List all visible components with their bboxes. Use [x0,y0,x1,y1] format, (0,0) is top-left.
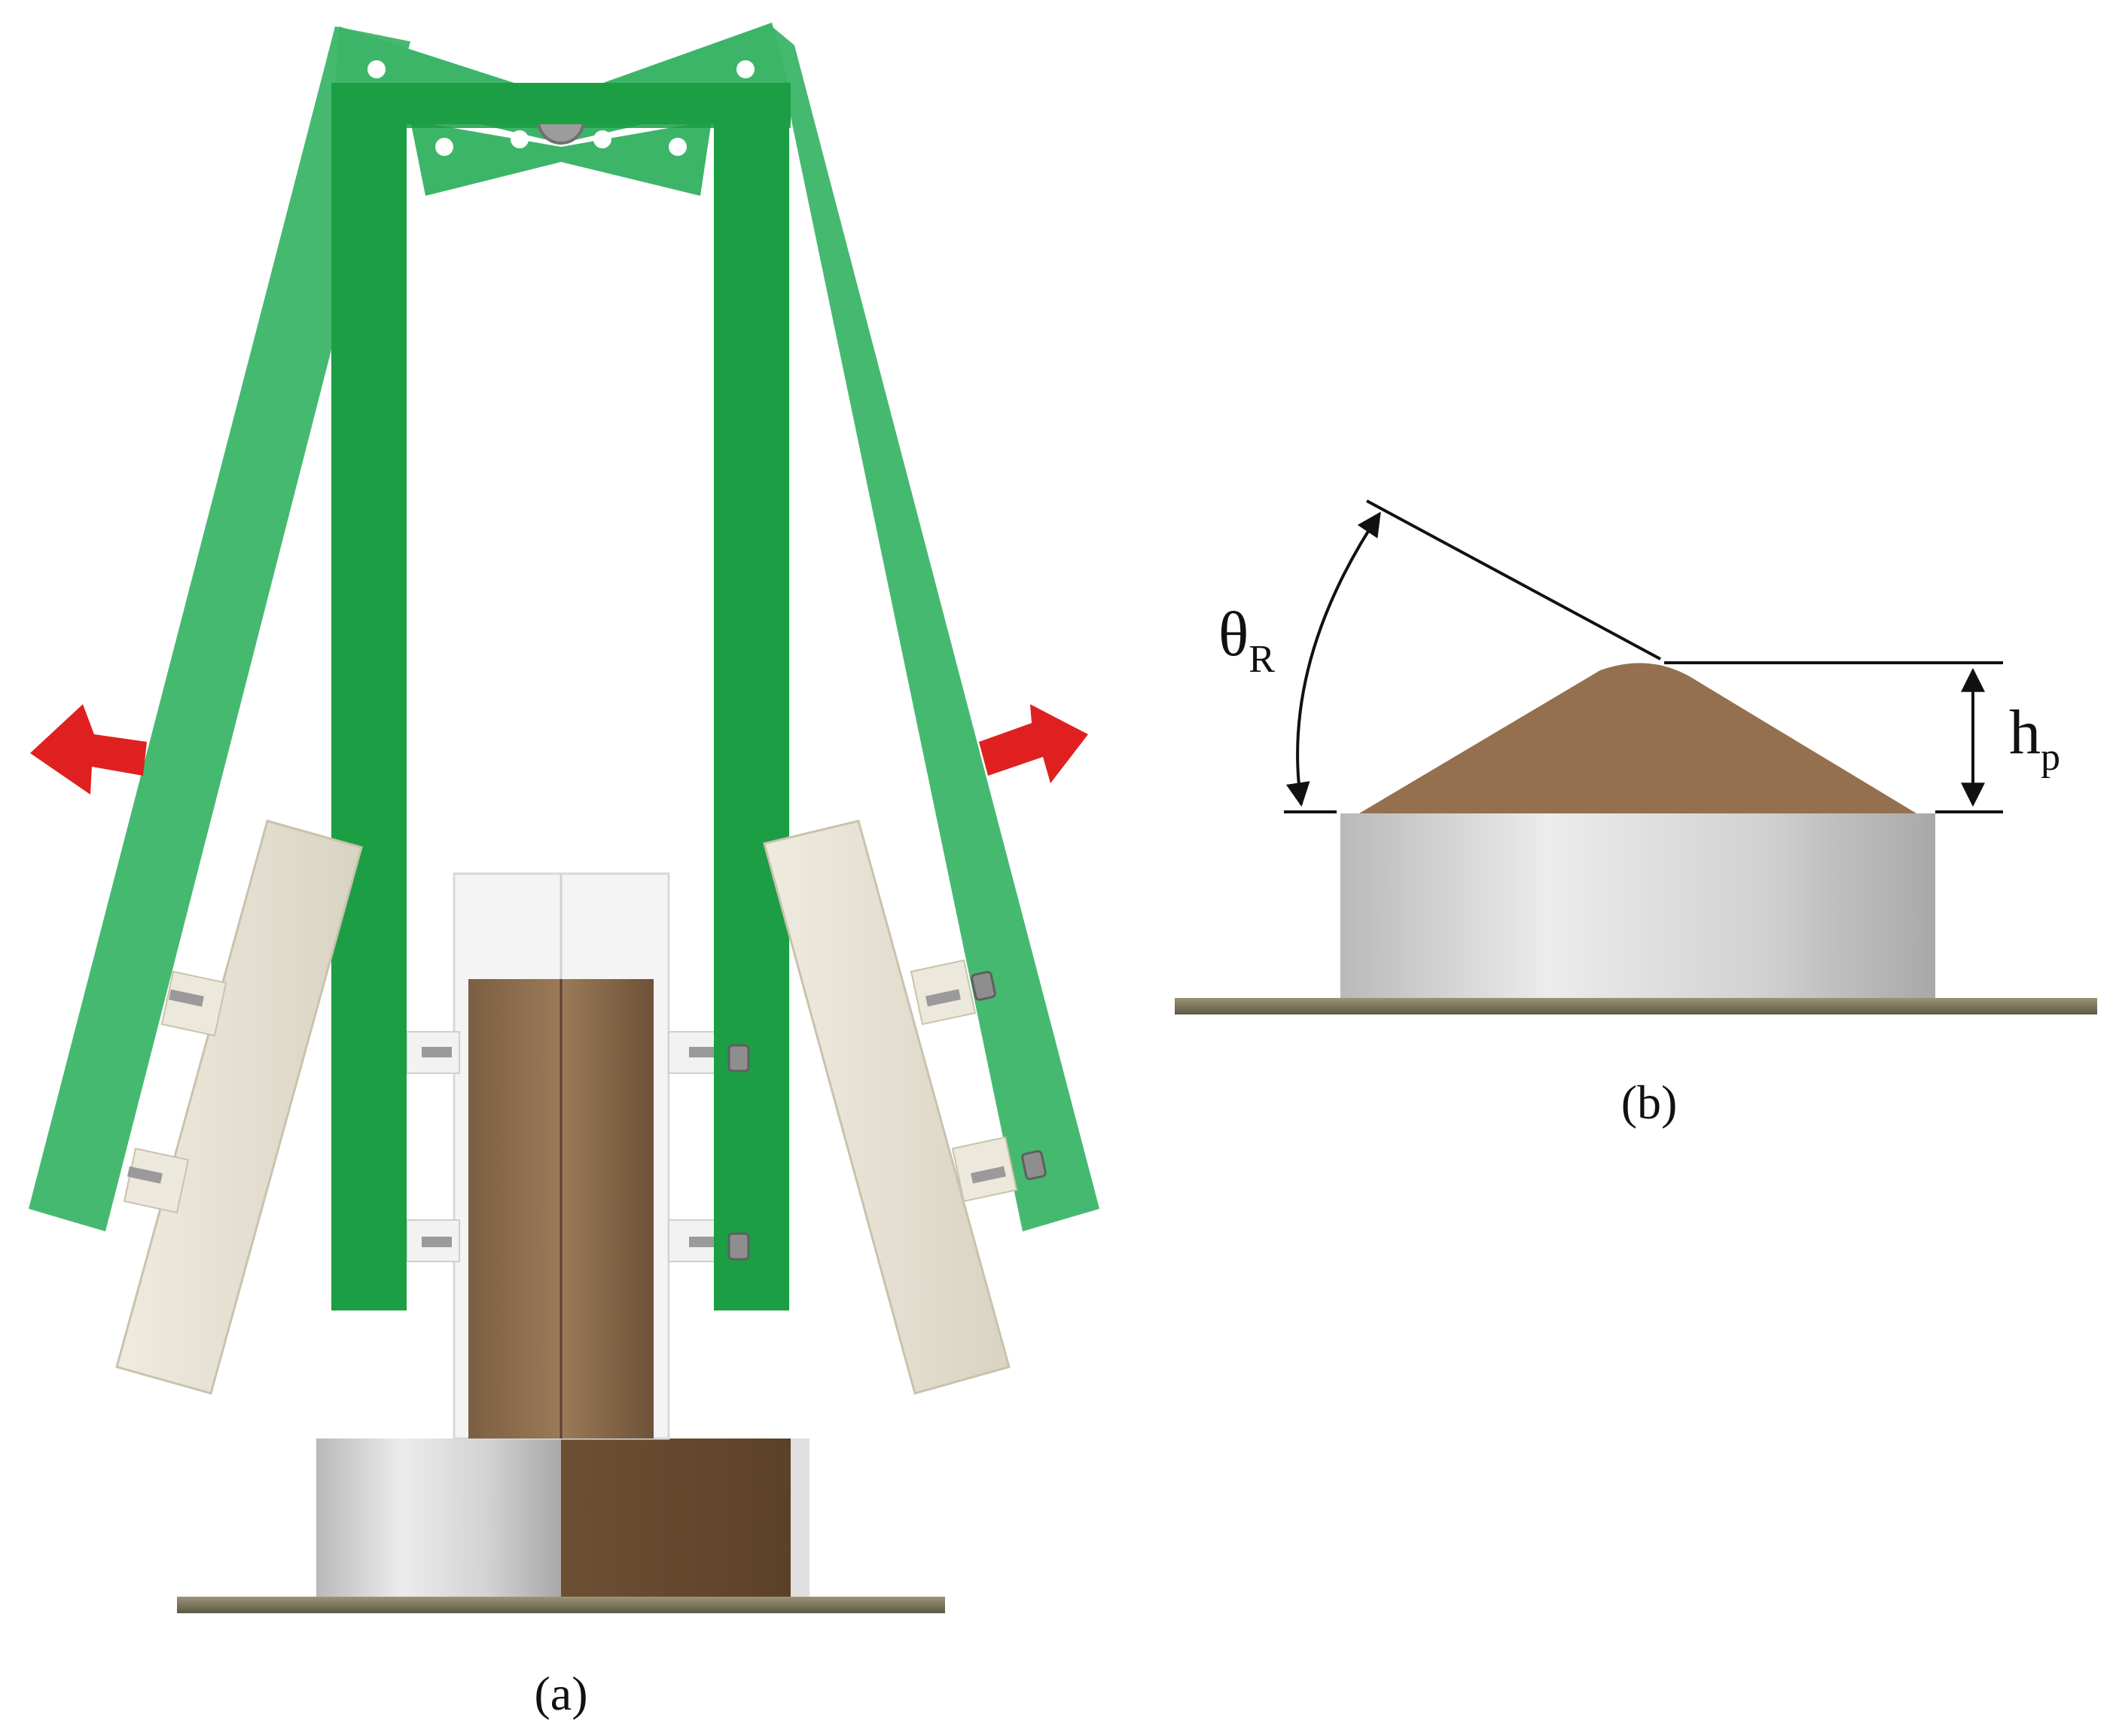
outer-arm-left [29,26,410,1231]
plate-screw-icon [127,989,1006,1184]
yoke-holes [367,60,755,156]
inner-leg-screws [727,1044,750,1261]
sand-pile [1359,663,1916,813]
base-cylinder-sand [561,1439,791,1597]
angle-label: θR [1218,600,1275,681]
screw-icon [422,1047,719,1247]
caption-b: (b) [1621,1075,1678,1129]
height-label: hp [2009,697,2060,779]
inner-leg-left [331,83,407,1310]
opening-arrows [30,704,1088,795]
panel-b: θR hp (b) [1175,499,2097,1129]
sample-cylinder [1340,813,1935,998]
side-plate-right [763,819,1011,1395]
angle-arc [1285,511,1381,807]
panel-a: (a) [29,23,1099,1720]
floor-plate-a [177,1597,945,1613]
floor-plate-b [1175,998,2097,1014]
inner-frame-legs [331,83,791,1310]
base-cylinder-rim [791,1439,810,1597]
inner-leg-right [714,83,789,1310]
outer-frame-arms [29,26,1099,1231]
base-cylinder-metal [316,1439,561,1597]
side-plates [115,819,1047,1395]
outer-arm-right [772,26,1099,1231]
dimension-lines [1284,499,2003,813]
arrow-right-icon [979,704,1088,783]
caption-a: (a) [534,1667,587,1720]
slope-line [1366,499,1661,661]
arrow-left-icon [30,704,147,795]
